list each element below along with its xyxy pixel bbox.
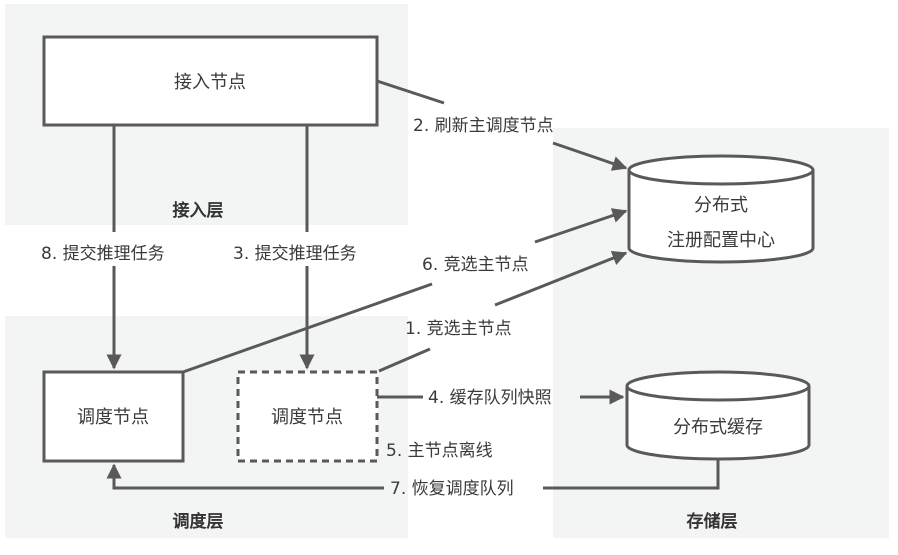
edge-1-label: 1. 竞选主节点	[405, 319, 512, 339]
registry-label-line2: 注册配置中心	[667, 230, 775, 251]
edge-7-label: 7. 恢复调度队列	[390, 479, 514, 499]
registry-cylinder	[627, 154, 815, 264]
access-layer-title: 接入层	[173, 200, 224, 221]
edge-2-line-a	[376, 79, 445, 105]
storage-layer-title: 存储层	[687, 511, 738, 532]
edge-6-line-b	[534, 208, 628, 244]
scheduler-node-offline	[236, 370, 379, 463]
scheduler-node-primary-label: 调度节点	[77, 407, 149, 428]
scheduler-node-primary	[42, 370, 185, 463]
edge-2-line-b	[552, 141, 628, 171]
cache-label: 分布式缓存	[673, 417, 763, 438]
edge-5-label: 5. 主节点离线	[386, 441, 493, 461]
edge-7-line-b	[106, 463, 384, 490]
scheduling-layer-title: 调度层	[173, 511, 224, 532]
access-node-label: 接入节点	[174, 72, 246, 93]
edge-1-line-a	[378, 347, 431, 373]
scheduler-node-offline-label: 调度节点	[271, 407, 343, 428]
edge-1-line-b	[494, 251, 628, 307]
cache-cylinder	[625, 370, 811, 461]
edge-6-line-a	[182, 282, 433, 374]
edge-6-label: 6. 竞选主节点	[422, 255, 529, 275]
edge-4-label: 4. 缓存队列快照	[428, 388, 552, 408]
edge-8-label: 8. 提交推理任务	[41, 244, 165, 264]
edge-7-line-a	[543, 459, 720, 490]
edge-2-label: 2. 刷新主调度节点	[413, 116, 554, 136]
registry-label-line1: 分布式	[694, 195, 748, 216]
edge-3-label: 3. 提交推理任务	[233, 244, 357, 264]
